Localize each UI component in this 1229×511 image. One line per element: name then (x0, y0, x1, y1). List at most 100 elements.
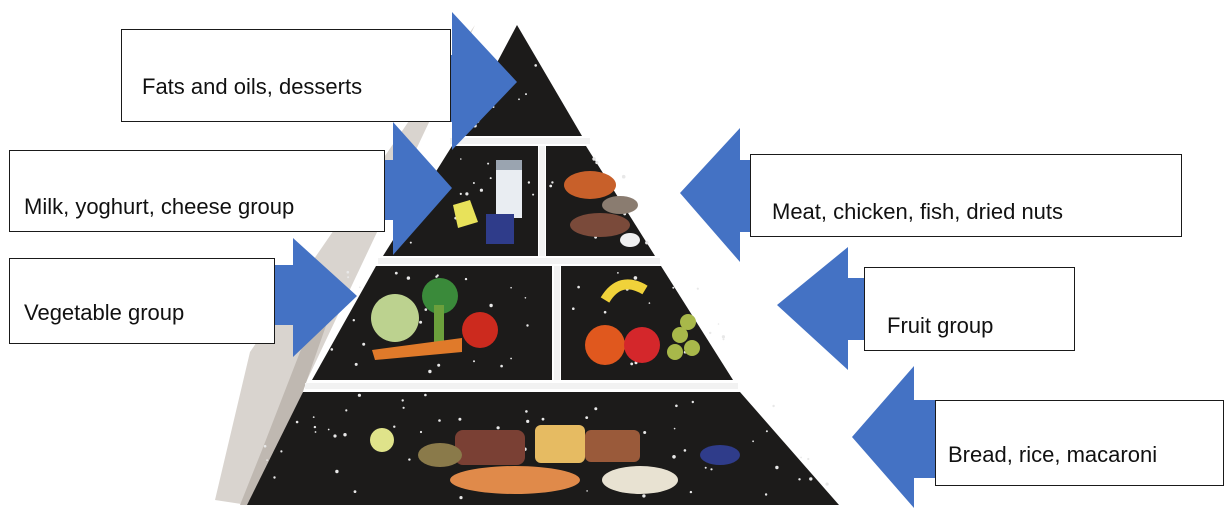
pyramid-side-shade (240, 290, 335, 505)
star-dot (347, 276, 350, 279)
star-dot (710, 468, 713, 471)
label-fats: Fats and oils, desserts (121, 29, 451, 122)
arrow-meat (680, 128, 750, 262)
star-dot (617, 272, 619, 274)
star-dot (764, 493, 768, 496)
star-dot (489, 303, 493, 308)
star-dot (526, 419, 530, 423)
label-vegetable-text: Vegetable group (24, 300, 185, 325)
star-dot (586, 490, 588, 492)
star-dot (266, 459, 268, 461)
star-dot (524, 297, 527, 299)
star-dot (437, 363, 441, 367)
star-dot (630, 362, 634, 366)
star-dot (295, 420, 299, 424)
star-dot (633, 276, 638, 280)
star-dot (642, 494, 646, 498)
star-dot (465, 192, 469, 196)
star-dot (603, 310, 607, 314)
star-dot (648, 302, 651, 304)
star-dot (673, 427, 676, 430)
star-dot (280, 450, 283, 453)
star-dot (510, 357, 512, 360)
star-dot (825, 482, 829, 486)
star-dot (393, 425, 396, 428)
star-dot (800, 456, 802, 459)
star-dot (691, 400, 694, 404)
star-dot (585, 416, 589, 419)
star-dot (359, 286, 361, 289)
arrow-fruit (777, 247, 868, 370)
star-dot (683, 449, 687, 452)
star-dot (458, 417, 462, 421)
star-dot (312, 416, 315, 418)
arrow-milk (357, 122, 452, 255)
label-bread: Bread, rice, macaroni (935, 400, 1224, 486)
star-dot (401, 399, 404, 402)
star-dot (459, 496, 463, 500)
star-dot (721, 335, 726, 339)
star-dot (345, 409, 348, 412)
star-dot (775, 465, 779, 470)
star-dot (532, 193, 535, 196)
star-dot (424, 393, 427, 397)
label-bread-text: Bread, rice, macaroni (948, 442, 1158, 467)
star-dot (273, 476, 276, 479)
label-fruit: Fruit group (864, 267, 1075, 351)
star-dot (534, 64, 537, 67)
star-dot (809, 477, 813, 481)
star-dot (772, 404, 775, 408)
star-dot (394, 271, 398, 275)
arrow-vegetable (270, 238, 357, 357)
star-dot (752, 440, 754, 443)
star-dot (438, 419, 441, 422)
star-dot (510, 286, 512, 289)
label-milk: Milk, yoghurt, cheese group (9, 150, 385, 232)
star-dot (354, 362, 358, 366)
tier-dividers (305, 138, 738, 389)
pyramid-tier-vegetable (312, 266, 552, 380)
star-dot (435, 275, 438, 278)
bread-group-icon (370, 425, 740, 494)
star-dot (473, 360, 475, 363)
label-fats-text: Fats and oils, desserts (142, 74, 363, 99)
star-dot (327, 428, 330, 431)
star-dot (464, 277, 468, 281)
star-dot (765, 430, 768, 433)
star-dot (352, 319, 355, 322)
star-dot (313, 425, 317, 429)
star-dot (487, 162, 490, 165)
star-dot (419, 320, 423, 324)
star-dot (717, 323, 720, 325)
star-dot (594, 407, 598, 411)
star-dot (472, 182, 475, 184)
star-dot (525, 410, 528, 413)
star-dot (263, 444, 267, 448)
label-milk-text: Milk, yoghurt, cheese group (24, 194, 295, 219)
star-dot (406, 276, 411, 280)
star-dot (424, 308, 428, 311)
star-dot (460, 158, 462, 160)
star-dot (479, 188, 483, 192)
star-dot (672, 455, 676, 459)
star-dot (419, 430, 423, 434)
fruit-group-icon (585, 279, 700, 365)
star-dot (428, 369, 432, 374)
star-dot (709, 331, 712, 335)
star-dot (675, 404, 678, 408)
meat-group-icon (564, 171, 640, 247)
star-dot (595, 160, 599, 165)
star-dot (362, 342, 366, 346)
star-dot (696, 287, 699, 290)
star-dot (525, 93, 527, 96)
star-dot (722, 338, 725, 341)
star-dot (500, 364, 503, 368)
label-meat: Meat, chicken, fish, dried nuts (750, 154, 1182, 237)
star-dot (489, 177, 492, 180)
star-dot (645, 241, 649, 245)
star-dot (689, 490, 693, 494)
star-dot (643, 431, 647, 434)
milk-group-icon (453, 160, 522, 244)
label-fruit-text: Fruit group (887, 313, 994, 338)
